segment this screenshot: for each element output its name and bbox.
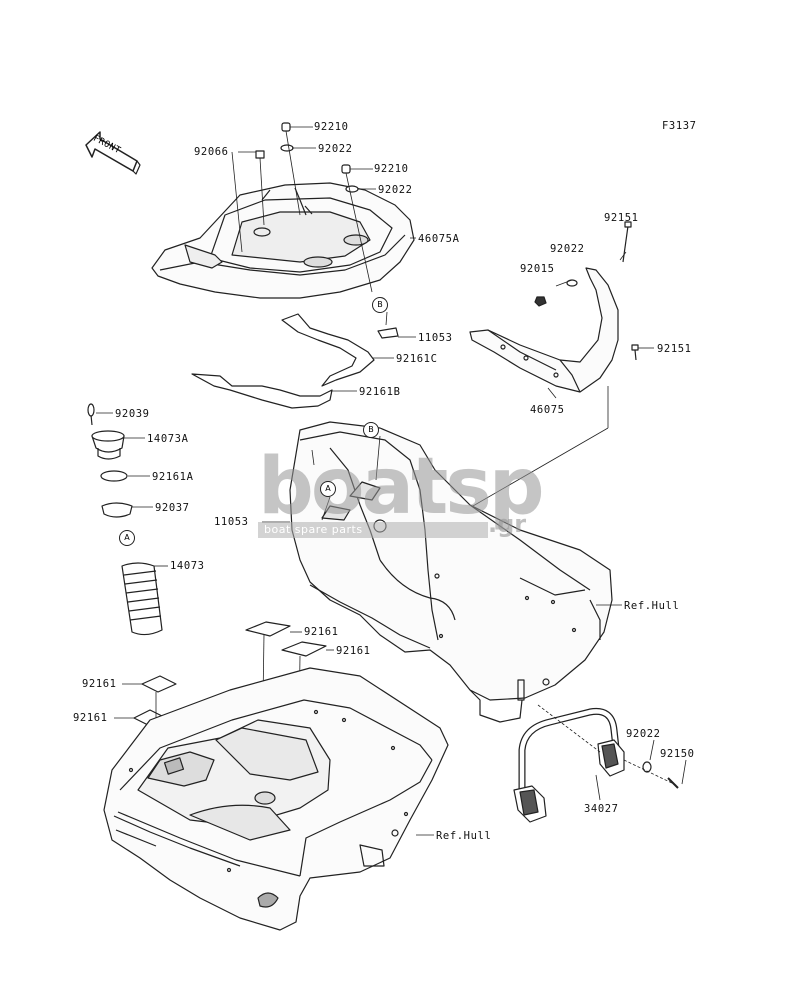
lower-hull xyxy=(103,667,449,931)
callout-label: 92161C xyxy=(396,353,438,365)
figure-code: F3137 xyxy=(662,120,697,132)
callout-label: 34027 xyxy=(584,803,619,815)
callout-label: 92022 xyxy=(378,184,413,196)
gasket-92161C xyxy=(281,313,394,387)
deck-cover-46075A xyxy=(151,182,415,299)
gasket-92161B xyxy=(191,373,357,409)
callout-label: 46075 xyxy=(530,404,565,416)
callout-label: 14073 xyxy=(170,560,205,572)
callout-label: 92161A xyxy=(152,471,194,483)
grab-handle-34027 xyxy=(513,704,687,823)
callout-label: 11053 xyxy=(214,516,249,528)
callout-label: Ref.Hull xyxy=(436,830,492,842)
callout-label: 92161 xyxy=(304,626,339,638)
callout-label: 92151 xyxy=(604,212,639,224)
callout-label: 14073A xyxy=(147,433,189,445)
callout-label: 92015 xyxy=(520,263,555,275)
callout-label: 92151 xyxy=(657,343,692,355)
callout-label: Ref.Hull xyxy=(624,600,680,612)
callout-label: 92022 xyxy=(626,728,661,740)
fasteners-top xyxy=(255,122,359,193)
callout-label: 92210 xyxy=(314,121,349,133)
watermark-logo: boatsp xyxy=(258,442,545,532)
callout-label: 92022 xyxy=(318,143,353,155)
leader-lines-top xyxy=(231,126,416,338)
filler-parts xyxy=(87,403,168,636)
callout-label: 92066 xyxy=(194,146,229,158)
ref-marker-a: A xyxy=(320,481,336,497)
upper-hull xyxy=(262,421,622,723)
watermark-tagline: boat spare parts xyxy=(258,522,488,538)
callout-label: 92161 xyxy=(336,645,371,657)
callout-label: 92161B xyxy=(359,386,401,398)
callout-label: 92161 xyxy=(73,712,108,724)
callout-label: 11053 xyxy=(418,332,453,344)
front-arrow-icon xyxy=(85,131,141,175)
ref-marker-a: A xyxy=(119,530,135,546)
callout-label: 92037 xyxy=(155,502,190,514)
callout-label: 46075A xyxy=(418,233,460,245)
rear-cover-46075 xyxy=(469,267,619,399)
callout-label: 92022 xyxy=(550,243,585,255)
ref-marker-b: B xyxy=(363,422,379,438)
callout-label: 92150 xyxy=(660,748,695,760)
clip-11053-upper xyxy=(377,327,399,339)
callout-label: 92161 xyxy=(82,678,117,690)
callout-label: 92210 xyxy=(374,163,409,175)
ref-marker-b: B xyxy=(372,297,388,313)
callout-label: 92039 xyxy=(115,408,150,420)
watermark-suffix: .gr xyxy=(488,510,527,538)
